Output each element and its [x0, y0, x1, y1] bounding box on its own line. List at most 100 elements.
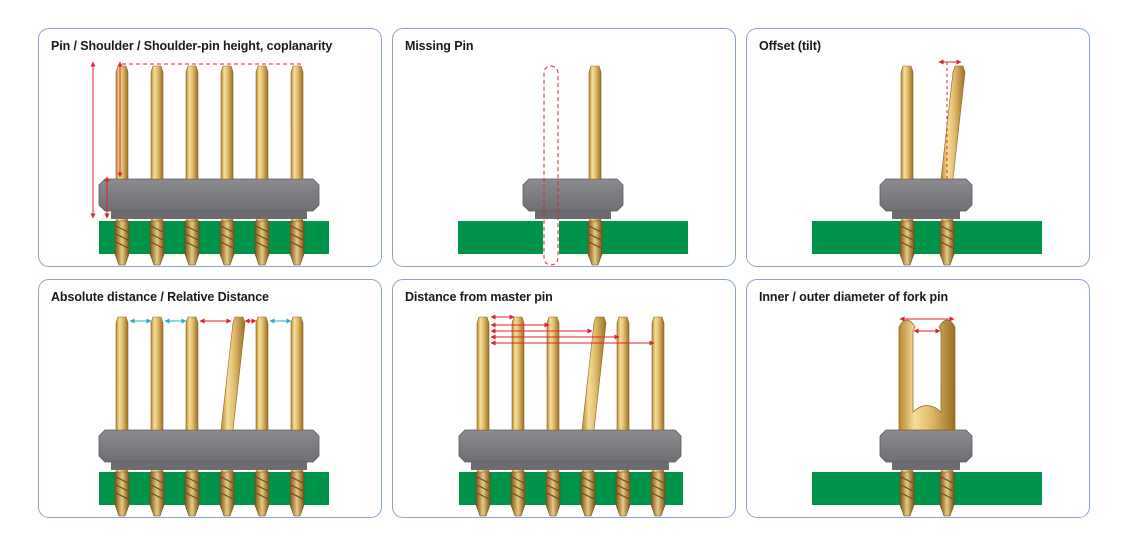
pin-press-fit: [184, 471, 200, 517]
pin: [476, 316, 490, 431]
pin-thread: [115, 476, 129, 500]
missing-pin-outline: [543, 65, 559, 266]
pin-press-fit: [289, 471, 305, 517]
pin-press-fit: [219, 471, 235, 517]
pin-thread: [115, 225, 129, 249]
pin-press-fit: [149, 220, 165, 266]
panel-fork-pin-diameter: Inner / outer diameter of fork pin: [746, 279, 1090, 518]
pin-thread: [900, 225, 914, 249]
pin: [255, 65, 269, 180]
pin: [115, 316, 129, 431]
panel-title: Inner / outer diameter of fork pin: [759, 290, 948, 304]
pin: [900, 65, 914, 180]
pin-thread: [476, 476, 490, 500]
pin: [940, 65, 966, 180]
housing-standoff: [111, 211, 307, 219]
panel-title: Missing Pin: [405, 39, 474, 53]
pin-press-fit: [580, 471, 596, 517]
panel-distance-master-pin: Distance from master pin: [392, 279, 736, 518]
pin-press-fit: [939, 220, 955, 266]
connector-diagram: [812, 316, 1042, 517]
pin: [581, 316, 607, 431]
housing: [98, 429, 320, 463]
pin-press-fit: [254, 471, 270, 517]
pin: [511, 316, 525, 431]
pin-thread: [940, 225, 954, 249]
pin-thread: [900, 476, 914, 500]
pin-press-fit: [899, 220, 915, 266]
pin-thread: [290, 225, 304, 249]
pin-thread: [220, 225, 234, 249]
pin-press-fit: [219, 220, 235, 266]
panel-title: Absolute distance / Relative Distance: [51, 290, 269, 304]
pin-press-fit: [587, 220, 603, 266]
pin-thread: [581, 476, 595, 500]
housing-standoff: [535, 211, 611, 219]
pin: [115, 65, 129, 180]
pin-thread: [185, 225, 199, 249]
pin: [185, 65, 199, 180]
connector-diagram: [812, 59, 1042, 266]
housing: [458, 429, 682, 463]
pin-press-fit: [254, 220, 270, 266]
pin: [616, 316, 630, 431]
pin-thread: [255, 476, 269, 500]
pin-thread: [546, 476, 560, 500]
housing-standoff: [892, 211, 960, 219]
pin: [290, 316, 304, 431]
pin-press-fit: [289, 220, 305, 266]
pin: [290, 65, 304, 180]
pcb: [812, 472, 1042, 505]
pin: [588, 65, 602, 180]
connector-diagram: [458, 65, 688, 266]
pin: [651, 316, 665, 431]
pin-thread: [651, 476, 665, 500]
panel-missing-pin: Missing Pin: [392, 28, 736, 267]
pin-press-fit: [939, 471, 955, 517]
panel-title: Distance from master pin: [405, 290, 553, 304]
pin-thread: [588, 225, 602, 249]
pin-press-fit: [149, 471, 165, 517]
pcb: [812, 221, 1042, 254]
pin: [150, 65, 164, 180]
pin: [220, 316, 246, 431]
pcb: [459, 472, 683, 505]
pin-thread: [616, 476, 630, 500]
pin-press-fit: [615, 471, 631, 517]
pin-thread: [150, 476, 164, 500]
connector-diagram: [98, 316, 329, 517]
pin-thread: [940, 476, 954, 500]
panel-offset-tilt: Offset (tilt): [746, 28, 1090, 267]
housing-standoff: [111, 462, 307, 470]
pin-thread: [255, 225, 269, 249]
pcb: [458, 221, 688, 254]
panel-title: Pin / Shoulder / Shoulder-pin height, co…: [51, 39, 333, 53]
connector-diagram: [458, 314, 683, 517]
pin-thread: [290, 476, 304, 500]
pin: [220, 65, 234, 180]
housing-standoff: [892, 462, 960, 470]
pin-thread: [185, 476, 199, 500]
pin: [185, 316, 199, 431]
pin: [150, 316, 164, 431]
pin-press-fit: [114, 220, 130, 266]
panel-title: Offset (tilt): [759, 39, 821, 53]
pin-press-fit: [899, 471, 915, 517]
pin-press-fit: [114, 471, 130, 517]
panel-absolute-relative-distance: Absolute distance / Relative Distance: [38, 279, 382, 518]
pin-thread: [220, 476, 234, 500]
fork-pin: [898, 319, 956, 431]
pin-thread: [511, 476, 525, 500]
pin-press-fit: [650, 471, 666, 517]
panel-coplanarity: Pin / Shoulder / Shoulder-pin height, co…: [38, 28, 382, 267]
pin-press-fit: [510, 471, 526, 517]
connector-diagram: [90, 61, 329, 266]
pin-press-fit: [184, 220, 200, 266]
empty-hole: [543, 221, 559, 254]
housing: [879, 178, 973, 212]
housing: [522, 178, 624, 212]
housing: [879, 429, 973, 463]
pin-press-fit: [475, 471, 491, 517]
pin: [255, 316, 269, 431]
pin: [546, 316, 560, 431]
